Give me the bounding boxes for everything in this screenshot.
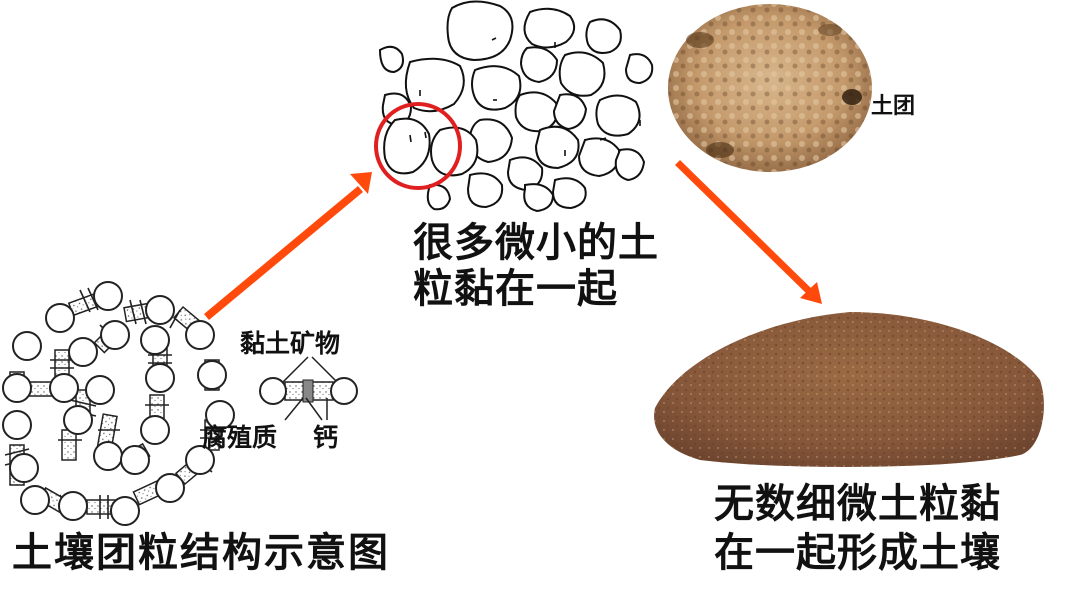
arrow-left-to-middle: [204, 172, 372, 320]
particle-specks: [409, 37, 641, 156]
arrow-middle-to-right: [675, 160, 822, 304]
clay-humus-calcium-bond-icon: [259, 356, 358, 421]
soil-clod-label: 土团: [871, 94, 916, 119]
soil-particle-cluster-icon: [378, 0, 654, 213]
middle-caption-line2: 粒黏在一起: [413, 266, 618, 312]
middle-caption-line1: 很多微小的土: [413, 220, 659, 266]
humus-label: 腐殖质: [202, 423, 278, 452]
clay-mineral-label: 黏土矿物: [240, 329, 341, 358]
soil-clod-photo: [668, 4, 872, 172]
highlight-circle: [374, 102, 462, 190]
calcium-label: 钙: [313, 423, 339, 452]
soil-pile-photo: [654, 312, 1044, 467]
bottom-right-caption-line2: 在一起形成土壤: [714, 530, 1001, 576]
left-diagram-title: 土壤团粒结构示意图: [12, 530, 390, 576]
bottom-right-caption-line1: 无数细微土粒黏: [714, 481, 1001, 527]
soil-aggregate-spiral-icon: [2, 281, 235, 526]
